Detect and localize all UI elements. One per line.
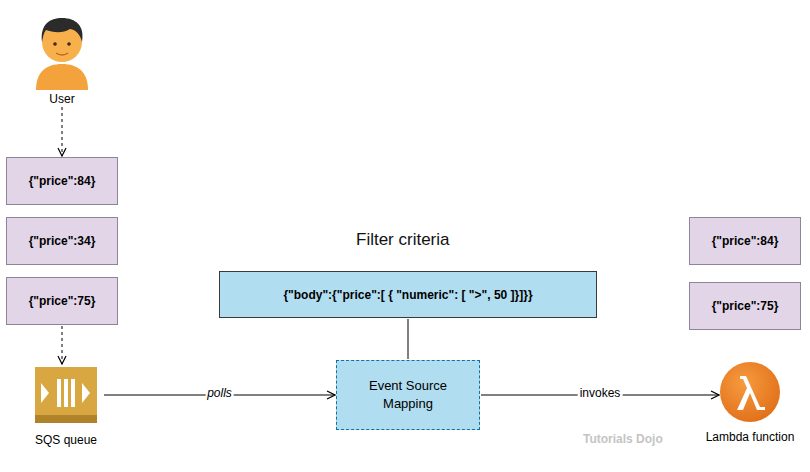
icon-label: SQS queue (20, 433, 112, 447)
box-text: {"price":75} (29, 294, 96, 308)
box-text: {"price":75} (712, 299, 779, 313)
edge-label: invokes (578, 386, 623, 400)
sqs-icon (30, 365, 102, 425)
dashed-arrow (62, 326, 63, 364)
box-text: {"price":34} (29, 234, 96, 248)
box-text: Event Source Mapping (351, 377, 465, 412)
message-box: {"price":84} (6, 157, 118, 205)
sqs-queue: SQS queue (20, 365, 112, 447)
icon-label: User (30, 92, 94, 106)
filter-box: {"body":{"price":[ { "numeric": [ ">", 5… (219, 271, 597, 318)
icon-holder (690, 360, 810, 424)
user-icon (30, 12, 94, 90)
mapping-box: Event Source Mapping (336, 360, 480, 430)
icon-holder (30, 12, 94, 90)
lambda-function: Lambda function (690, 360, 810, 444)
connector-arrow (408, 319, 409, 359)
message-box: {"price":75} (6, 277, 118, 325)
icon-label: Lambda function (690, 430, 810, 444)
box-text: {"price":84} (712, 234, 779, 248)
message-box: {"price":84} (689, 217, 801, 265)
watermark: Tutorials Dojo (583, 432, 663, 446)
lambda-icon (700, 360, 800, 424)
user-actor: User (30, 12, 94, 106)
edge-label: polls (205, 386, 234, 400)
message-box: {"price":75} (689, 282, 801, 330)
dashed-arrow (62, 107, 63, 156)
box-text: {"body":{"price":[ { "numeric": [ ">", 5… (283, 288, 532, 302)
message-box: {"price":34} (6, 217, 118, 265)
section-title: Filter criteria (356, 230, 450, 250)
icon-holder (20, 365, 112, 425)
box-text: {"price":84} (29, 174, 96, 188)
